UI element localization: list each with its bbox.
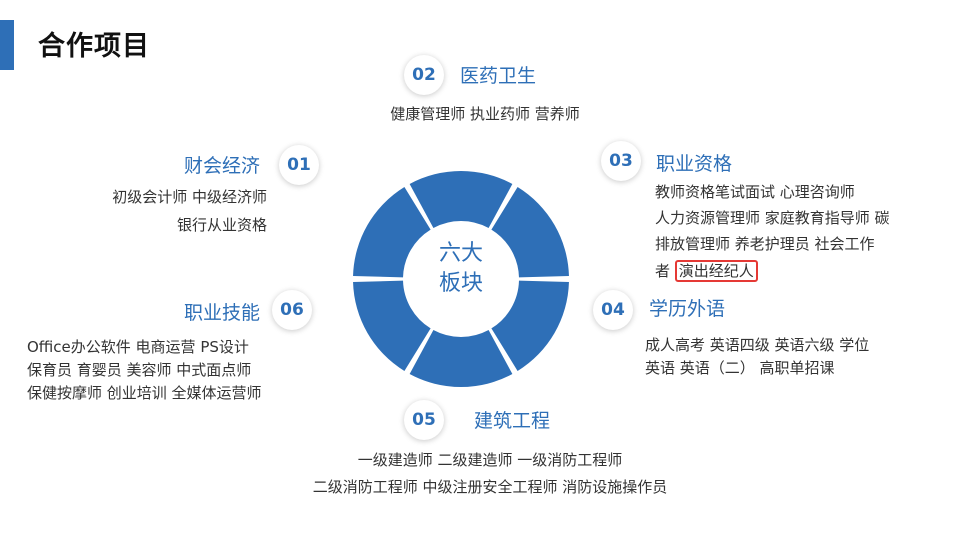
section-items-qualification: 教师资格笔试面试 心理咨询师 (655, 183, 855, 201)
section-items-education: 成人高考 英语四级 英语六级 学位 (645, 336, 870, 354)
sector-bottom (409, 330, 513, 387)
section-number-badge: 02 (404, 55, 444, 95)
section-number-badge: 06 (272, 290, 312, 330)
six-sector-wheel: 六大 板块 (353, 171, 569, 387)
section-items-construction: 一级建造师 二级建造师 一级消防工程师 (357, 451, 623, 469)
section-title-finance: 财会经济 (183, 155, 260, 177)
sector-lower-right (491, 280, 569, 371)
center-label-line1: 六大 (439, 241, 483, 266)
section-items-skills: 保健按摩师 创业培训 全媒体运营师 (27, 384, 262, 402)
section-items-qualification: 人力资源管理师 家庭教育指导师 碳 (655, 209, 890, 227)
highlighted-item-box: 演出经纪人 (674, 260, 758, 282)
section-items-qualification: 排放管理师 养老护理员 社会工作 (655, 235, 875, 253)
section-number-badge: 03 (601, 141, 641, 181)
section-items-medical: 健康管理师 执业药师 营养师 (390, 105, 580, 123)
section-items-education: 英语 英语（二） 高职单招课 (645, 359, 835, 377)
wheel-center (411, 229, 511, 329)
section-items-skills: Office办公软件 电商运营 PS设计 (27, 338, 249, 356)
sector-upper-right (491, 187, 569, 278)
title-accent-bar (0, 20, 14, 70)
page-title: 合作项目 (38, 31, 150, 62)
section-number-badge: 05 (404, 400, 444, 440)
section-title-medical: 医药卫生 (460, 65, 537, 87)
sector-lower-left (353, 280, 431, 371)
section-title-qualification: 职业资格 (656, 153, 733, 175)
section-title-skills: 职业技能 (183, 302, 260, 324)
section-title-construction: 建筑工程 (474, 410, 551, 432)
section-title-education: 学历外语 (649, 298, 726, 320)
section-number-badge: 01 (279, 145, 319, 185)
sector-top (409, 171, 513, 228)
section-items-finance: 银行从业资格 (176, 216, 267, 234)
section-number-badge: 04 (593, 290, 633, 330)
sector-upper-left (353, 187, 431, 278)
section-items-skills: 保育员 育婴员 美容师 中式面点师 (27, 361, 252, 379)
section-items-qualification-last: 者 演出经纪人 (655, 258, 758, 284)
section-items-construction: 二级消防工程师 中级注册安全工程师 消防设施操作员 (312, 478, 668, 496)
center-label-line2: 板块 (439, 271, 483, 296)
item-text: 者 (655, 262, 671, 280)
section-items-finance: 初级会计师 中级经济师 (112, 188, 267, 206)
